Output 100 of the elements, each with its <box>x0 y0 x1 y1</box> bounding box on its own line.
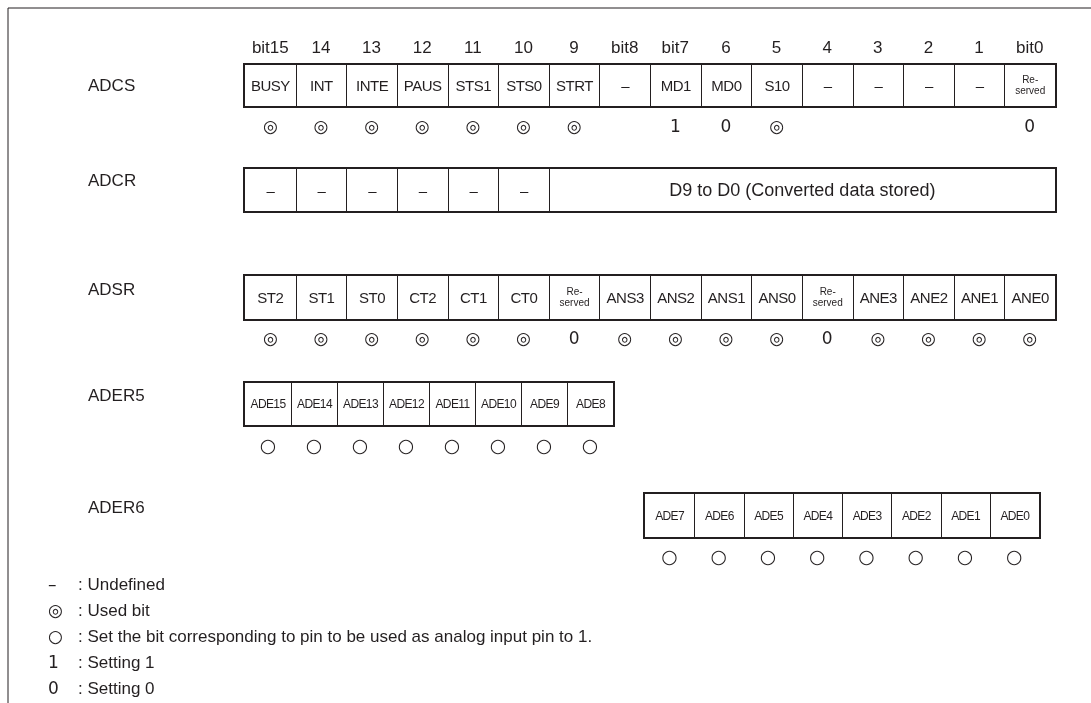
bit-number: 6 <box>721 38 731 56</box>
bit-field: STS0 <box>498 65 549 106</box>
bit-setting-mark: ◎ <box>313 329 329 347</box>
bit-setting-mark: ◎ <box>769 329 784 347</box>
register-box <box>243 381 615 427</box>
bit-setting-mark: ◎ <box>769 117 784 135</box>
bit-field: – <box>447 169 499 211</box>
bit-number: 5 <box>771 38 782 56</box>
bit-field: ADE9 <box>521 383 567 425</box>
bit-setting-mark: ◎ <box>364 329 379 347</box>
bit-setting-mark: ◎ <box>667 329 683 347</box>
bit-field: CT0 <box>498 276 549 319</box>
bit-field: S10 <box>751 65 802 106</box>
register-name: ADCR <box>88 171 137 191</box>
bit-field: ADE0 <box>989 494 1039 537</box>
bit-setting-mark: ○ <box>956 546 974 566</box>
legend-text: : Used bit <box>78 602 150 619</box>
bit-field: CT2 <box>396 276 448 319</box>
bit-setting-mark: ◎ <box>262 329 278 347</box>
legend-symbol: 0 <box>48 680 59 697</box>
register-name: ADER6 <box>88 498 145 518</box>
bit-number: 1 <box>974 38 984 56</box>
bit-setting-mark: 0 <box>821 329 833 347</box>
bit-field: ANE2 <box>903 276 954 319</box>
bit-field: – <box>903 65 954 106</box>
register-name: ADSR <box>88 280 136 300</box>
bit-number: bit15 <box>251 38 289 56</box>
register-name: ADER5 <box>88 386 145 406</box>
bit-setting-mark: ○ <box>581 435 599 455</box>
bit-setting-mark: ◎ <box>465 117 481 135</box>
bit-field: STS1 <box>447 65 499 106</box>
bit-field: ADE10 <box>475 383 521 425</box>
bit-number: 13 <box>362 38 381 56</box>
bit-setting-mark: ◎ <box>414 117 430 135</box>
legend-symbol: – <box>48 576 57 593</box>
bit-number: bit8 <box>611 38 639 56</box>
bit-field: – <box>801 65 853 106</box>
bit-setting-mark: ○ <box>489 435 507 455</box>
register-name: ADCS <box>88 76 136 96</box>
bit-field: D9 to D0 (Converted data stored) <box>548 169 1055 211</box>
bit-setting-mark: ○ <box>1006 546 1023 566</box>
bit-setting-mark: 0 <box>568 329 580 347</box>
bit-field: ANE3 <box>852 276 904 319</box>
bit-number: 11 <box>464 38 482 56</box>
bit-setting-mark: ○ <box>661 546 678 566</box>
register-box <box>243 167 1057 213</box>
bit-setting-mark: ◎ <box>313 117 329 135</box>
bit-number: 12 <box>412 38 432 56</box>
bit-setting-mark: ○ <box>443 435 461 455</box>
bit-number: 3 <box>873 38 883 56</box>
bit-setting-mark: ◎ <box>921 329 936 347</box>
legend-text: : Set the bit corresponding to pin to be used as analog input pin to 1. <box>78 628 593 645</box>
bit-field: – <box>295 169 347 211</box>
bit-field: ADE15 <box>245 383 291 425</box>
bit-field: – <box>852 65 904 106</box>
bit-setting-mark: ◎ <box>465 329 481 347</box>
bit-field: INT <box>295 65 347 106</box>
legend-text: : Undefined <box>78 576 165 593</box>
bit-field: – <box>346 169 397 211</box>
bit-field: ST2 <box>245 276 296 319</box>
bit-setting-mark: ○ <box>809 546 826 566</box>
bit-field: BUSY <box>245 65 296 106</box>
bit-number: 4 <box>822 38 832 56</box>
bit-setting-mark: ○ <box>259 435 277 455</box>
bit-setting-mark: ○ <box>759 546 777 566</box>
bit-field: – <box>498 169 549 211</box>
bit-field: MD0 <box>700 65 752 106</box>
bit-field: – <box>396 169 448 211</box>
bit-field: ADE13 <box>337 383 383 425</box>
bit-field: ADE11 <box>429 383 475 425</box>
bit-setting-mark: ◎ <box>870 329 886 347</box>
bit-field: Re- served <box>801 276 853 319</box>
bit-field: ADE3 <box>842 494 892 537</box>
bit-number: bit7 <box>661 38 689 56</box>
bit-field: CT1 <box>447 276 499 319</box>
bit-setting-mark: 0 <box>1024 117 1036 135</box>
bit-number: bit0 <box>1016 38 1044 56</box>
bit-setting-mark: ○ <box>710 546 728 566</box>
bit-field: ADE12 <box>383 383 429 425</box>
bit-setting-mark: ◎ <box>262 117 278 135</box>
bit-number: 14 <box>311 38 331 56</box>
bit-setting-mark: ◎ <box>516 329 531 347</box>
bit-field: ADE1 <box>940 494 990 537</box>
register-box <box>643 492 1041 539</box>
bit-field: – <box>953 65 1005 106</box>
bit-field: STRT <box>548 65 600 106</box>
bit-setting-mark: 1 <box>669 117 681 135</box>
bit-number: 2 <box>923 38 934 56</box>
bit-setting-mark: ○ <box>907 546 925 566</box>
bit-setting-mark: ○ <box>305 435 323 455</box>
bit-field: – <box>599 65 650 106</box>
bit-field: ANE0 <box>1004 276 1055 319</box>
legend-symbol: ○ <box>48 628 63 645</box>
bit-field: MD1 <box>650 65 701 106</box>
bit-field: ADE5 <box>743 494 793 537</box>
bit-field: ADE4 <box>792 494 842 537</box>
legend-symbol: 1 <box>48 654 59 671</box>
bit-field: ANS2 <box>650 276 701 319</box>
bit-field: ADE2 <box>891 494 941 537</box>
bit-field: ST0 <box>346 276 397 319</box>
